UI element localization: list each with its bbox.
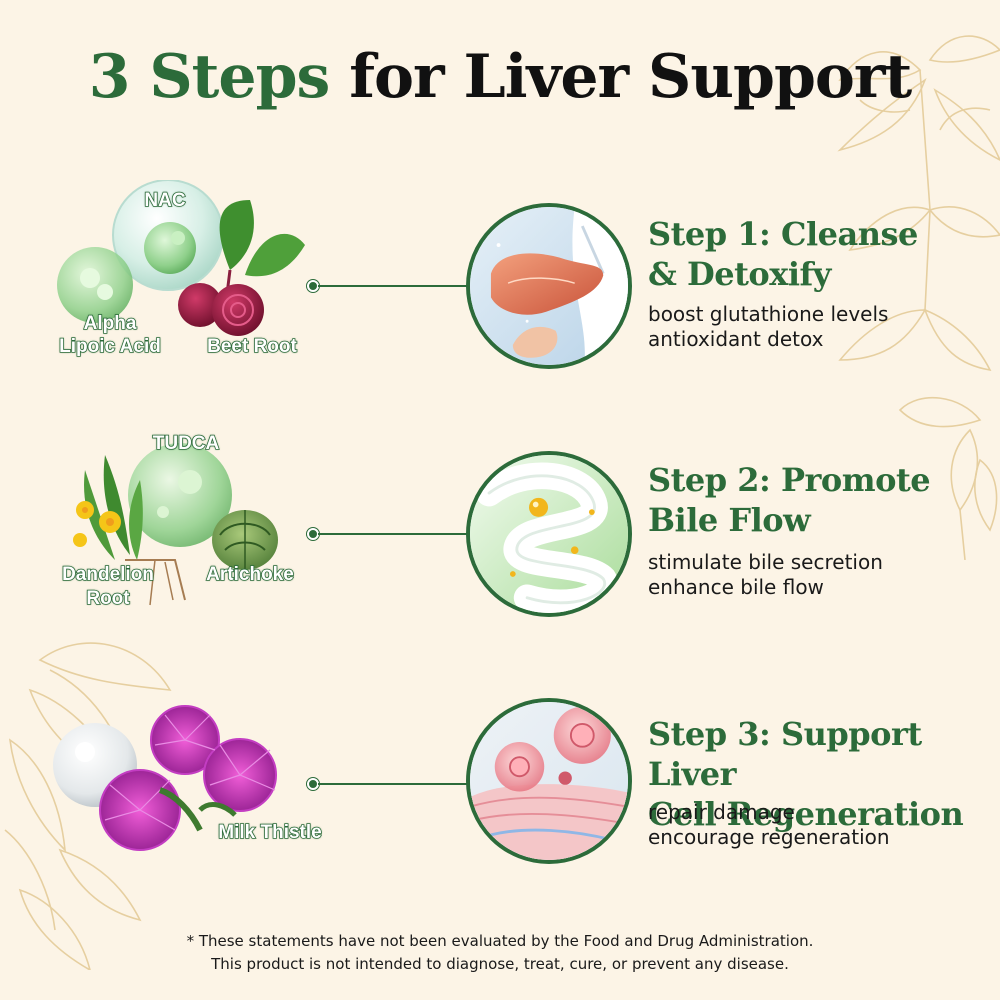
connector-line-1 [318,285,468,287]
page-title-rest: for Liver Support [349,42,912,112]
connector-line-3 [318,783,468,785]
ingredient-label-lipoic-acid: Lipoic Acid [58,335,161,358]
step-3-desc-line1: repair damage [648,800,795,824]
step-2-image [466,451,632,617]
ingredient-label-artichoke: Artichoke [205,563,294,586]
step-2-title-line2: Bile Flow [648,501,811,539]
fda-disclaimer: * These statements have not been evaluat… [0,930,1000,976]
step-1-desc-line2: antioxidant detox [648,327,824,351]
step-2-desc-line1: stimulate bile secretion [648,550,883,574]
step-1-image [466,203,632,369]
ingredient-art-step-2-icon [73,443,278,606]
ingredient-art-step-1-icon [57,180,305,336]
step-3-description: repair damage encourage regeneration [648,800,988,850]
step-3-image [466,698,632,864]
page-title-accent: 3 Steps [88,42,331,112]
step-1-title-line2: & Detoxify [648,255,831,293]
ingredient-label-beet-root: Beet Root [206,335,297,358]
ingredient-label-nac: NAC [144,189,187,212]
ingredient-label-milk-thistle: Milk Thistle [217,821,322,844]
step-2-title-line1: Step 2: Promote [648,461,931,499]
liver-cell-icon [470,702,628,860]
ingredient-label-alpha: Alpha [83,312,137,335]
intestine-icon [470,455,628,613]
ingredient-art-step-3-icon [53,705,277,851]
disclaimer-line1: * These statements have not been evaluat… [186,932,814,950]
step-1-title: Step 1: Cleanse & Detoxify [648,214,988,294]
ingredient-label-root: Root [86,587,131,610]
ingredient-label-tudca: TUDCA [152,432,220,455]
step-3-title: Step 3: Support Liver Cell Regeneration [648,714,988,834]
step-2-desc-line2: enhance bile flow [648,575,824,599]
step-1-desc-line1: boost glutathione levels [648,302,889,326]
step-2-title: Step 2: Promote Bile Flow [648,460,988,540]
liver-icon [470,207,628,365]
connector-line-2 [318,533,468,535]
step-1-description: boost glutathione levels antioxidant det… [648,302,988,352]
step-3-desc-line2: encourage regeneration [648,825,890,849]
step-3-title-line2: Cell Regeneration [648,795,964,833]
step-1-title-line1: Step 1: Cleanse [648,215,918,253]
page-title: 3 Steps for Liver Support [0,42,1000,112]
step-2-description: stimulate bile secretion enhance bile fl… [648,550,988,600]
ingredient-label-dandelion: Dandelion [61,563,154,586]
disclaimer-line2: This product is not intended to diagnose… [211,955,789,973]
step-3-title-line1: Step 3: Support Liver [648,715,922,793]
